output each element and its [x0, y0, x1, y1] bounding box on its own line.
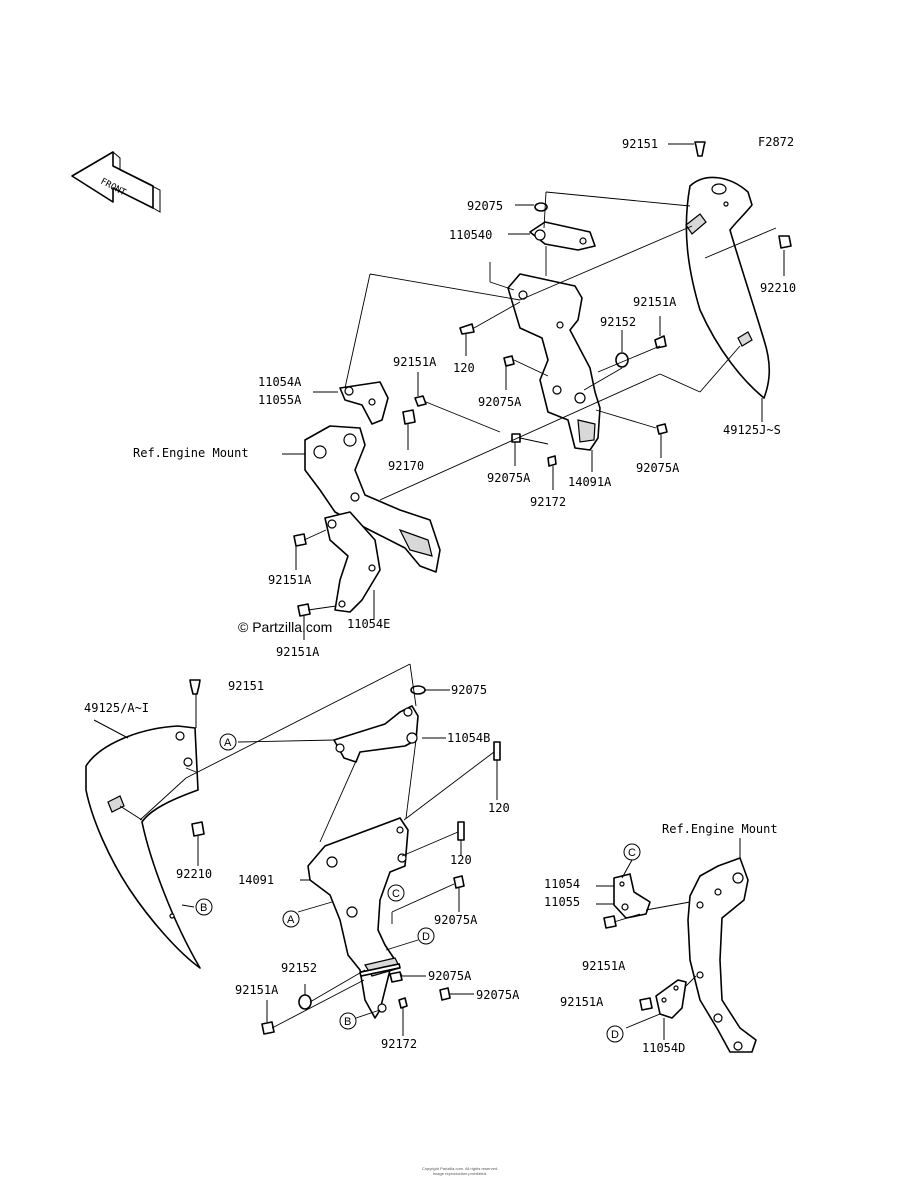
bracket-11054e-part — [324, 511, 381, 613]
label-92151a-low: 92151A — [276, 645, 320, 659]
svg-text:D: D — [611, 1029, 619, 1041]
top-fasteners — [293, 141, 792, 617]
label-ref-engine-mount-bot: Ref.Engine Mount — [662, 822, 778, 836]
footer-copyright: Copyright Partzilla.com. All rights rese… — [330, 1166, 590, 1176]
label-11054d: 11054D — [642, 1041, 685, 1055]
label-92075a-d: 92075A — [434, 913, 478, 927]
label-92151-bot: 92151 — [228, 679, 264, 693]
svg-text:B: B — [344, 1016, 351, 1028]
label-ref-engine-mount-top: Ref.Engine Mount — [133, 446, 249, 460]
svg-text:B: B — [200, 902, 207, 914]
svg-text:A: A — [224, 737, 232, 749]
bracket-11054d-part — [639, 979, 687, 1019]
label-92151a-r1: 92151A — [582, 959, 626, 973]
label-92170: 92170 — [388, 459, 424, 473]
bottom-leader-lines — [93, 663, 498, 1036]
svg-text:D: D — [422, 931, 430, 943]
watermark: © Partzilla.com — [238, 619, 332, 635]
bottom-right-leaders — [596, 838, 741, 1040]
label-14091a: 14091A — [568, 475, 612, 489]
callout-a1: A — [219, 733, 237, 751]
bracket-11054a-part — [339, 381, 389, 425]
label-11055: 11055 — [544, 895, 580, 909]
label-92075a-c: 92075A — [487, 471, 531, 485]
label-92151a-bl: 92151A — [235, 983, 279, 997]
footer-line-1: Copyright Partzilla.com. All rights rese… — [421, 1166, 499, 1171]
label-92075a-f: 92075A — [476, 988, 520, 1002]
figure-code: F2872 — [758, 135, 794, 149]
footer-line-2: Image reproduction prohibited. — [432, 1171, 488, 1176]
label-92210-right: 92210 — [760, 281, 796, 295]
bracket-11054b-part — [333, 705, 419, 763]
callout-b1: B — [195, 898, 213, 916]
svg-text:C: C — [392, 888, 400, 900]
callout-d2: D — [606, 1025, 624, 1043]
label-49125ai: 49125/A~I — [84, 701, 149, 715]
label-49125js: 49125J~S — [723, 423, 781, 437]
callout-a2: A — [282, 910, 300, 928]
front-arrow-icon: FRONT — [71, 151, 161, 213]
label-11054b: 11054B — [447, 731, 490, 745]
left-cowl-part — [85, 725, 201, 969]
label-14091: 14091 — [238, 873, 274, 887]
label-92152-top: 92152 — [600, 315, 636, 329]
label-110540: 110540 — [449, 228, 492, 242]
label-92151a-r2: 92151A — [560, 995, 604, 1009]
upper-bracket-part — [529, 221, 596, 251]
label-92151a-top: 92151A — [633, 295, 677, 309]
label-11055a: 11055A — [258, 393, 302, 407]
top-leader-lines — [282, 143, 785, 640]
label-120-b1: 120 — [488, 801, 510, 815]
label-92151a-mid: 92151A — [393, 355, 437, 369]
right-cowl-part — [685, 176, 771, 399]
svg-text:A: A — [287, 914, 295, 926]
label-92172-bot: 92172 — [381, 1037, 417, 1051]
label-92210-bot: 92210 — [176, 867, 212, 881]
label-92075-bot: 92075 — [451, 683, 487, 697]
label-92075-top: 92075 — [467, 199, 503, 213]
label-92172-top: 92172 — [530, 495, 566, 509]
label-120-b2: 120 — [450, 853, 472, 867]
label-92151a-left: 92151A — [268, 573, 312, 587]
label-92152-bot: 92152 — [281, 961, 317, 975]
label-92075a-a: 92075A — [478, 395, 522, 409]
bracket-11054-part — [603, 873, 651, 929]
label-120-top: 120 — [453, 361, 475, 375]
label-92075a-b: 92075A — [636, 461, 680, 475]
label-11054e: 11054E — [347, 617, 390, 631]
engine-mount-bottom-part — [687, 857, 757, 1053]
callout-c1: C — [387, 884, 405, 902]
label-11054a: 11054A — [258, 375, 302, 389]
engine-mount-top-part — [304, 425, 441, 573]
callout-b2: B — [339, 1012, 357, 1030]
callout-d1: D — [417, 927, 435, 945]
label-92075a-e: 92075A — [428, 969, 472, 983]
label-92151-top: 92151 — [622, 137, 658, 151]
main-bracket-top-part — [507, 273, 601, 451]
main-bracket-bottom-part — [307, 817, 409, 1019]
callout-c2: C — [623, 843, 641, 861]
label-11054: 11054 — [544, 877, 580, 891]
svg-text:C: C — [628, 847, 636, 859]
